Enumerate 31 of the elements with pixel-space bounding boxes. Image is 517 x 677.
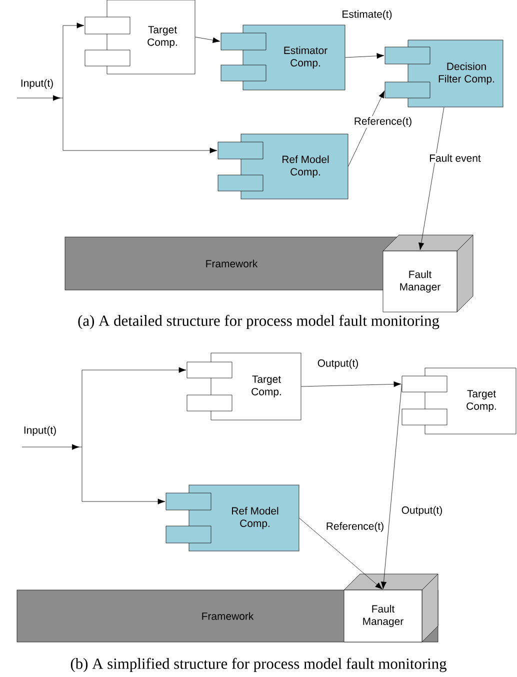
- arrow: [195, 36, 220, 43]
- cube-box: Fault Manager: [382, 234, 474, 312]
- arrow: [16, 22, 84, 101]
- edge-label: Reference(t): [326, 522, 384, 532]
- arrow: [299, 518, 383, 590]
- arrow: [301, 381, 402, 388]
- arrow: [22, 367, 186, 450]
- arrow: [82, 446, 166, 504]
- component-box: Estimator Comp.: [220, 24, 346, 90]
- arrow: [380, 384, 402, 590]
- component-box: Ref Model Comp.: [218, 134, 348, 200]
- cube-box: Fault Manager: [344, 574, 438, 642]
- edge-label: Fault event: [430, 154, 481, 162]
- edge-label: Output(t): [402, 506, 442, 516]
- arrow: [418, 107, 444, 250]
- framework-bar: Framework: [64, 236, 398, 290]
- edge-label: Reference(t): [354, 117, 412, 127]
- component-box: Ref Model Comp.: [166, 484, 300, 552]
- caption: (b) A simplified structure for process model fault monitoring: [70, 658, 446, 672]
- edge-label: Input(t): [24, 426, 56, 436]
- caption: (a) A detailed structure for process model fault monitoring: [78, 314, 440, 330]
- arrow: [345, 53, 384, 59]
- component-box: Decision Filter Comp.: [384, 40, 504, 108]
- arrow: [348, 90, 385, 167]
- component-box: Target Comp.: [402, 368, 516, 434]
- arrow: [62, 98, 218, 154]
- edge-label: Output(t): [318, 359, 358, 369]
- component-box: Target Comp.: [84, 0, 196, 74]
- edge-label: Input(t): [21, 79, 53, 89]
- edge-label: Estimate(t): [342, 10, 392, 20]
- component-box: Target Comp.: [186, 352, 302, 420]
